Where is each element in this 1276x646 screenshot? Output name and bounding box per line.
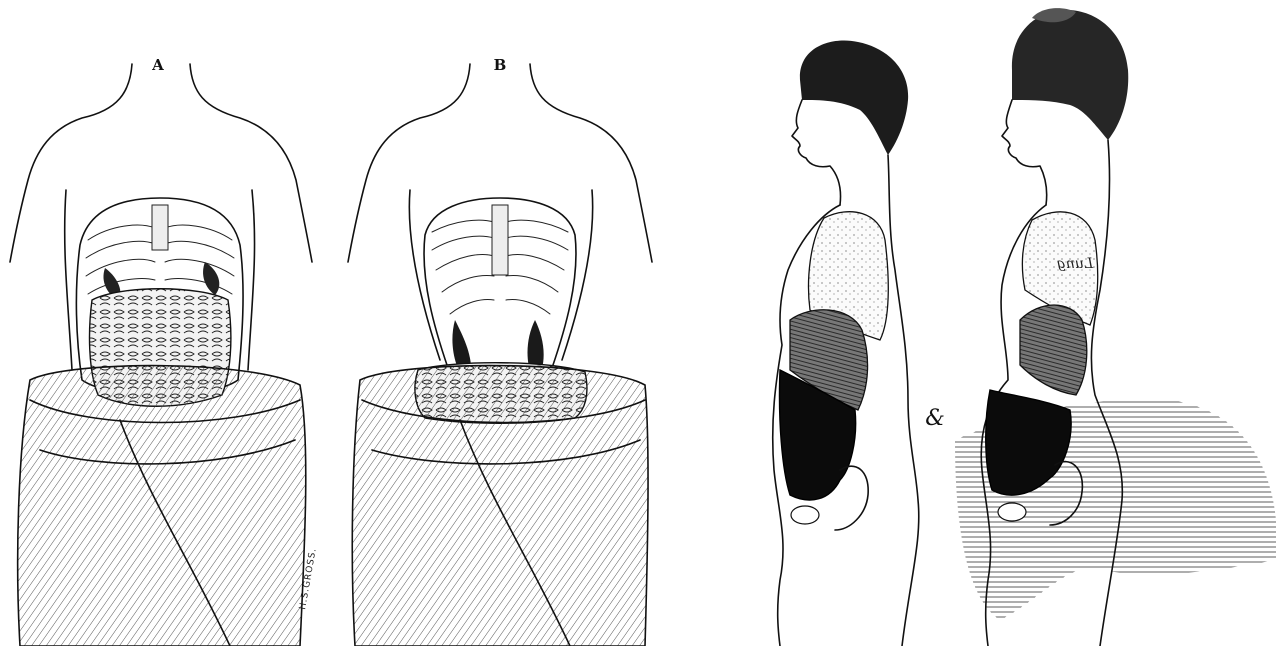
profile-figure-natural — [773, 41, 919, 646]
natural-figure-hair — [800, 41, 908, 155]
figure-a-label: A — [151, 56, 164, 74]
figure-b-left-shoulder — [348, 64, 470, 262]
figure-a-drapery — [18, 366, 306, 646]
ampersand-mark: & — [925, 406, 945, 431]
natural-figure-back-outline — [888, 155, 919, 646]
figure-b: B — [348, 56, 652, 646]
natural-figure-face — [792, 100, 841, 205]
corseted-figure-hair — [1012, 10, 1128, 140]
figure-b-ribs — [432, 205, 568, 314]
figure-a: A — [10, 56, 319, 646]
figure-a-right-shoulder — [190, 64, 312, 262]
profile-comparison-drawing: & Lung — [740, 0, 1276, 646]
frontal-comparison-panel: A — [0, 0, 660, 646]
frontal-comparison-drawing: A — [0, 0, 660, 646]
figure-b-drapery — [352, 366, 648, 646]
lung-label: Lung — [1057, 256, 1094, 272]
corseted-figure-liver — [1020, 305, 1087, 395]
figure-a-left-shoulder — [10, 64, 132, 262]
figure-b-label: B — [494, 56, 507, 74]
profile-figure-corseted: Lung — [955, 8, 1276, 646]
corseted-figure-face — [1002, 100, 1047, 205]
profile-comparison-panel: & Lung — [740, 0, 1276, 646]
